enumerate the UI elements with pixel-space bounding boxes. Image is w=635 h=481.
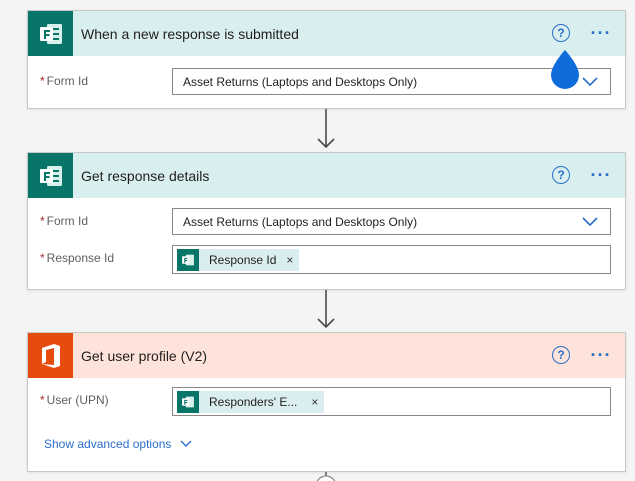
field-label: *Form Id: [40, 74, 88, 88]
help-icon[interactable]: ?: [552, 346, 570, 364]
field-label: *Response Id: [40, 251, 114, 265]
field-label-text: Form Id: [46, 74, 89, 88]
step-title: When a new response is submitted: [81, 25, 299, 42]
step-card-when-new-response: When a new response is submitted ? ··· *…: [27, 10, 626, 109]
required-mark: *: [40, 393, 45, 407]
form-id-dropdown[interactable]: Asset Returns (Laptops and Desktops Only…: [172, 208, 611, 235]
field-label-text: Response Id: [46, 251, 115, 265]
dynamic-content-token[interactable]: Response Id ×: [177, 248, 300, 271]
required-mark: *: [40, 214, 45, 228]
dropdown-value: Asset Returns (Laptops and Desktops Only…: [183, 214, 418, 229]
form-id-row: *Form Id Asset Returns (Laptops and Desk…: [28, 208, 625, 238]
help-icon[interactable]: ?: [552, 24, 570, 42]
more-options-icon[interactable]: ···: [590, 165, 612, 185]
insert-drop-marker-icon[interactable]: [549, 49, 581, 91]
step-title: Get response details: [81, 167, 210, 184]
forms-icon: [28, 153, 73, 198]
add-step-circle-icon[interactable]: [314, 472, 338, 481]
required-mark: *: [40, 251, 45, 265]
chevron-down-icon[interactable]: [582, 214, 598, 228]
user-upn-input[interactable]: Responders' E... ×: [172, 387, 611, 416]
more-options-icon[interactable]: ···: [590, 23, 612, 43]
dropdown-value: Asset Returns (Laptops and Desktops Only…: [183, 74, 418, 89]
remove-token-icon[interactable]: ×: [311, 394, 319, 409]
step-header[interactable]: Get user profile (V2) ? ···: [28, 333, 625, 378]
step-header[interactable]: When a new response is submitted ? ···: [28, 11, 625, 56]
response-id-row: *Response Id Response Id ×: [28, 245, 625, 275]
token-label: Response Id: [209, 252, 277, 267]
field-label-text: User (UPN): [46, 393, 109, 407]
form-id-row: *Form Id Asset Returns (Laptops and Desk…: [28, 68, 625, 98]
flow-connector-arrow-icon: [317, 109, 335, 149]
forms-icon: [28, 11, 73, 56]
show-advanced-options-link[interactable]: Show advanced options: [44, 437, 193, 451]
field-label: *Form Id: [40, 214, 88, 228]
step-card-get-response-details: Get response details ? ··· *Form Id Asse…: [27, 152, 626, 290]
dynamic-content-token[interactable]: Responders' E... ×: [177, 390, 325, 413]
field-label: *User (UPN): [40, 393, 109, 407]
advanced-label: Show advanced options: [44, 437, 172, 451]
step-card-get-user-profile: Get user profile (V2) ? ··· *User (UPN) …: [27, 332, 626, 472]
chevron-down-icon[interactable]: [582, 74, 598, 88]
forms-icon: [177, 248, 199, 271]
forms-icon: [177, 390, 199, 413]
flow-connector-arrow-icon: [317, 290, 335, 329]
more-options-icon[interactable]: ···: [590, 345, 612, 365]
step-header[interactable]: Get response details ? ···: [28, 153, 625, 198]
response-id-input[interactable]: Response Id ×: [172, 245, 611, 274]
office-icon: [28, 333, 73, 378]
token-label: Responders' E...: [209, 394, 298, 409]
step-title: Get user profile (V2): [81, 347, 208, 364]
required-mark: *: [40, 74, 45, 88]
chevron-down-icon: [180, 440, 192, 447]
help-icon[interactable]: ?: [552, 166, 570, 184]
field-label-text: Form Id: [46, 214, 89, 228]
user-upn-row: *User (UPN) Responders' E... ×: [28, 387, 625, 417]
remove-token-icon[interactable]: ×: [286, 252, 294, 267]
form-id-dropdown[interactable]: Asset Returns (Laptops and Desktops Only…: [172, 68, 611, 95]
